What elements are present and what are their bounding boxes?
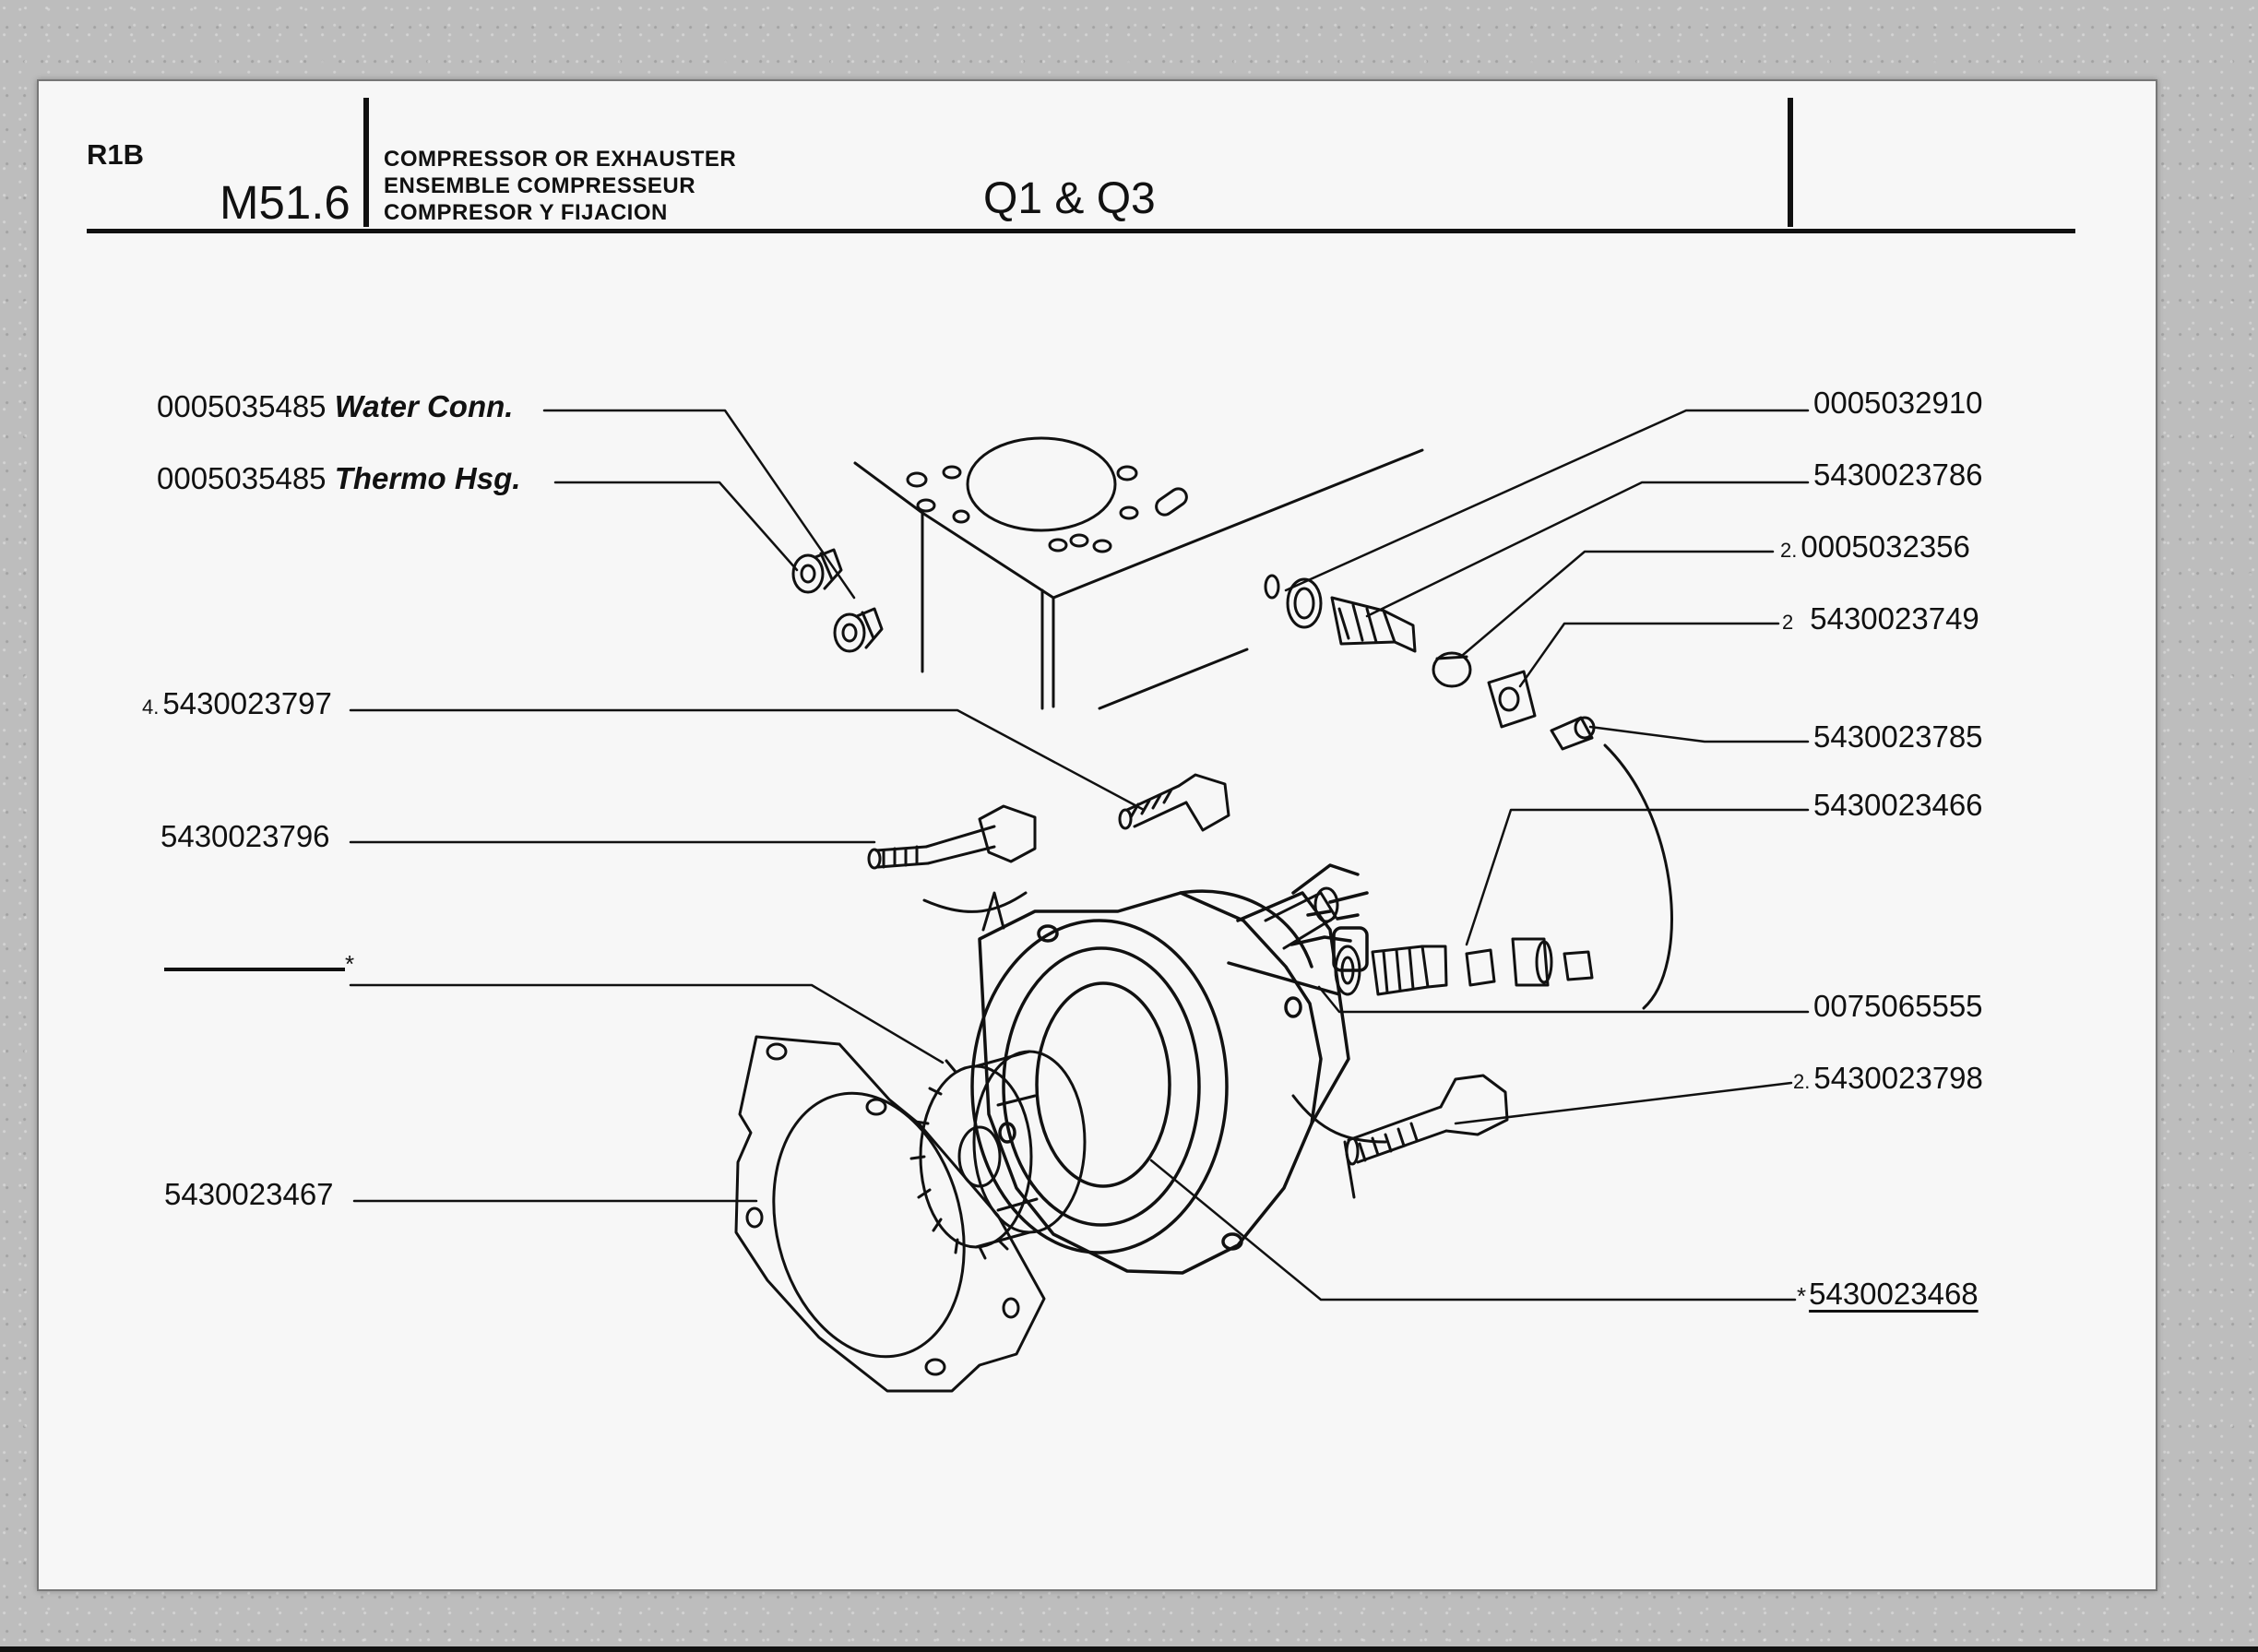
lower-fittings bbox=[1334, 937, 1594, 996]
water-conn-part-number: 0005035485 bbox=[157, 389, 327, 423]
model-number: M51.6 bbox=[220, 176, 351, 229]
upper-fittings bbox=[1264, 574, 1673, 1010]
callout-bolt-4: 4.5430023797 bbox=[142, 688, 332, 719]
thermo-hsg-part-number: 0005035485 bbox=[157, 461, 327, 495]
title-spanish: COMPRESOR Y FIJACION bbox=[384, 200, 668, 225]
callout-r4: 2 5430023749 bbox=[1782, 603, 1979, 634]
r7-part-number: 0075065555 bbox=[1813, 989, 1983, 1023]
stud-bolt bbox=[867, 804, 1037, 932]
compressor-body bbox=[970, 863, 1369, 1275]
r3-quantity: 2. bbox=[1780, 539, 1798, 562]
blank-asterisk: * bbox=[345, 950, 355, 978]
outlet-nozzle bbox=[1264, 886, 1339, 950]
r5-part-number: 5430023785 bbox=[1813, 719, 1983, 754]
callout-water-conn: 0005035485 Water Conn. bbox=[157, 391, 513, 422]
callout-gasket: 5430023467 bbox=[164, 1179, 334, 1209]
scan-bottom-edge bbox=[0, 1646, 2258, 1652]
flange-bolt-lower bbox=[1291, 1074, 1509, 1199]
thermo-hsg-plug bbox=[833, 607, 884, 653]
variant-label: Q1 & Q3 bbox=[983, 174, 1156, 223]
stud-part-number: 5430023796 bbox=[160, 819, 330, 853]
callout-r9: *5430023468 bbox=[1797, 1278, 1979, 1309]
header-divider-right bbox=[1788, 98, 1793, 227]
callout-r8: 2.5430023798 bbox=[1793, 1063, 1983, 1093]
flange-bolt-upper bbox=[1118, 773, 1230, 832]
callout-r5: 5430023785 bbox=[1813, 721, 1983, 752]
callout-stud: 5430023796 bbox=[160, 821, 330, 851]
gasket-part-number: 5430023467 bbox=[164, 1177, 334, 1211]
header-rule bbox=[87, 229, 2075, 233]
callout-r2: 5430023786 bbox=[1813, 459, 1983, 490]
title-french: ENSEMBLE COMPRESSEUR bbox=[384, 173, 696, 198]
callout-r3: 2.0005032356 bbox=[1780, 531, 1970, 562]
r6-part-number: 5430023466 bbox=[1813, 788, 1983, 822]
sheet-id: R1B bbox=[87, 138, 145, 171]
r2-part-number: 5430023786 bbox=[1813, 458, 1983, 492]
bolt-4-part-number: 5430023797 bbox=[162, 686, 332, 720]
callout-r1: 0005032910 bbox=[1813, 387, 1983, 418]
r8-part-number: 5430023798 bbox=[1813, 1061, 1983, 1095]
drive-gear bbox=[909, 1050, 1087, 1260]
catalog-sheet: R1B M51.6 COMPRESSOR OR EXHAUSTER ENSEMB… bbox=[37, 79, 2157, 1591]
leader-lines bbox=[349, 409, 1810, 1301]
callout-thermo-hsg: 0005035485 Thermo Hsg. bbox=[157, 463, 520, 493]
callout-r7: 0075065555 bbox=[1813, 991, 1983, 1021]
r9-asterisk: * bbox=[1797, 1282, 1807, 1310]
r4-part-number: 5430023749 bbox=[1810, 601, 1979, 636]
r3-part-number: 0005032356 bbox=[1800, 529, 1970, 564]
r4-quantity: 2 bbox=[1782, 611, 1794, 634]
header-divider-left bbox=[363, 98, 369, 227]
water-conn-description: Water Conn. bbox=[334, 389, 514, 423]
r8-quantity: 2. bbox=[1793, 1070, 1811, 1093]
callout-r6: 5430023466 bbox=[1813, 790, 1983, 820]
exploded-view-drawing bbox=[349, 409, 1810, 1393]
r9-part-number: 5430023468 bbox=[1809, 1277, 1979, 1311]
bolt-4-quantity: 4. bbox=[142, 695, 160, 719]
thermo-hsg-description: Thermo Hsg. bbox=[334, 461, 521, 495]
water-conn-plug bbox=[791, 548, 843, 594]
r1-part-number: 0005032910 bbox=[1813, 386, 1983, 420]
engine-block bbox=[853, 436, 1424, 710]
mounting-gasket bbox=[734, 1035, 1046, 1393]
blank-part-line bbox=[164, 968, 345, 972]
callout-blank-ast: * bbox=[164, 952, 357, 982]
title-block: COMPRESSOR OR EXHAUSTER ENSEMBLE COMPRES… bbox=[384, 146, 736, 226]
title-english: COMPRESSOR OR EXHAUSTER bbox=[384, 147, 737, 172]
